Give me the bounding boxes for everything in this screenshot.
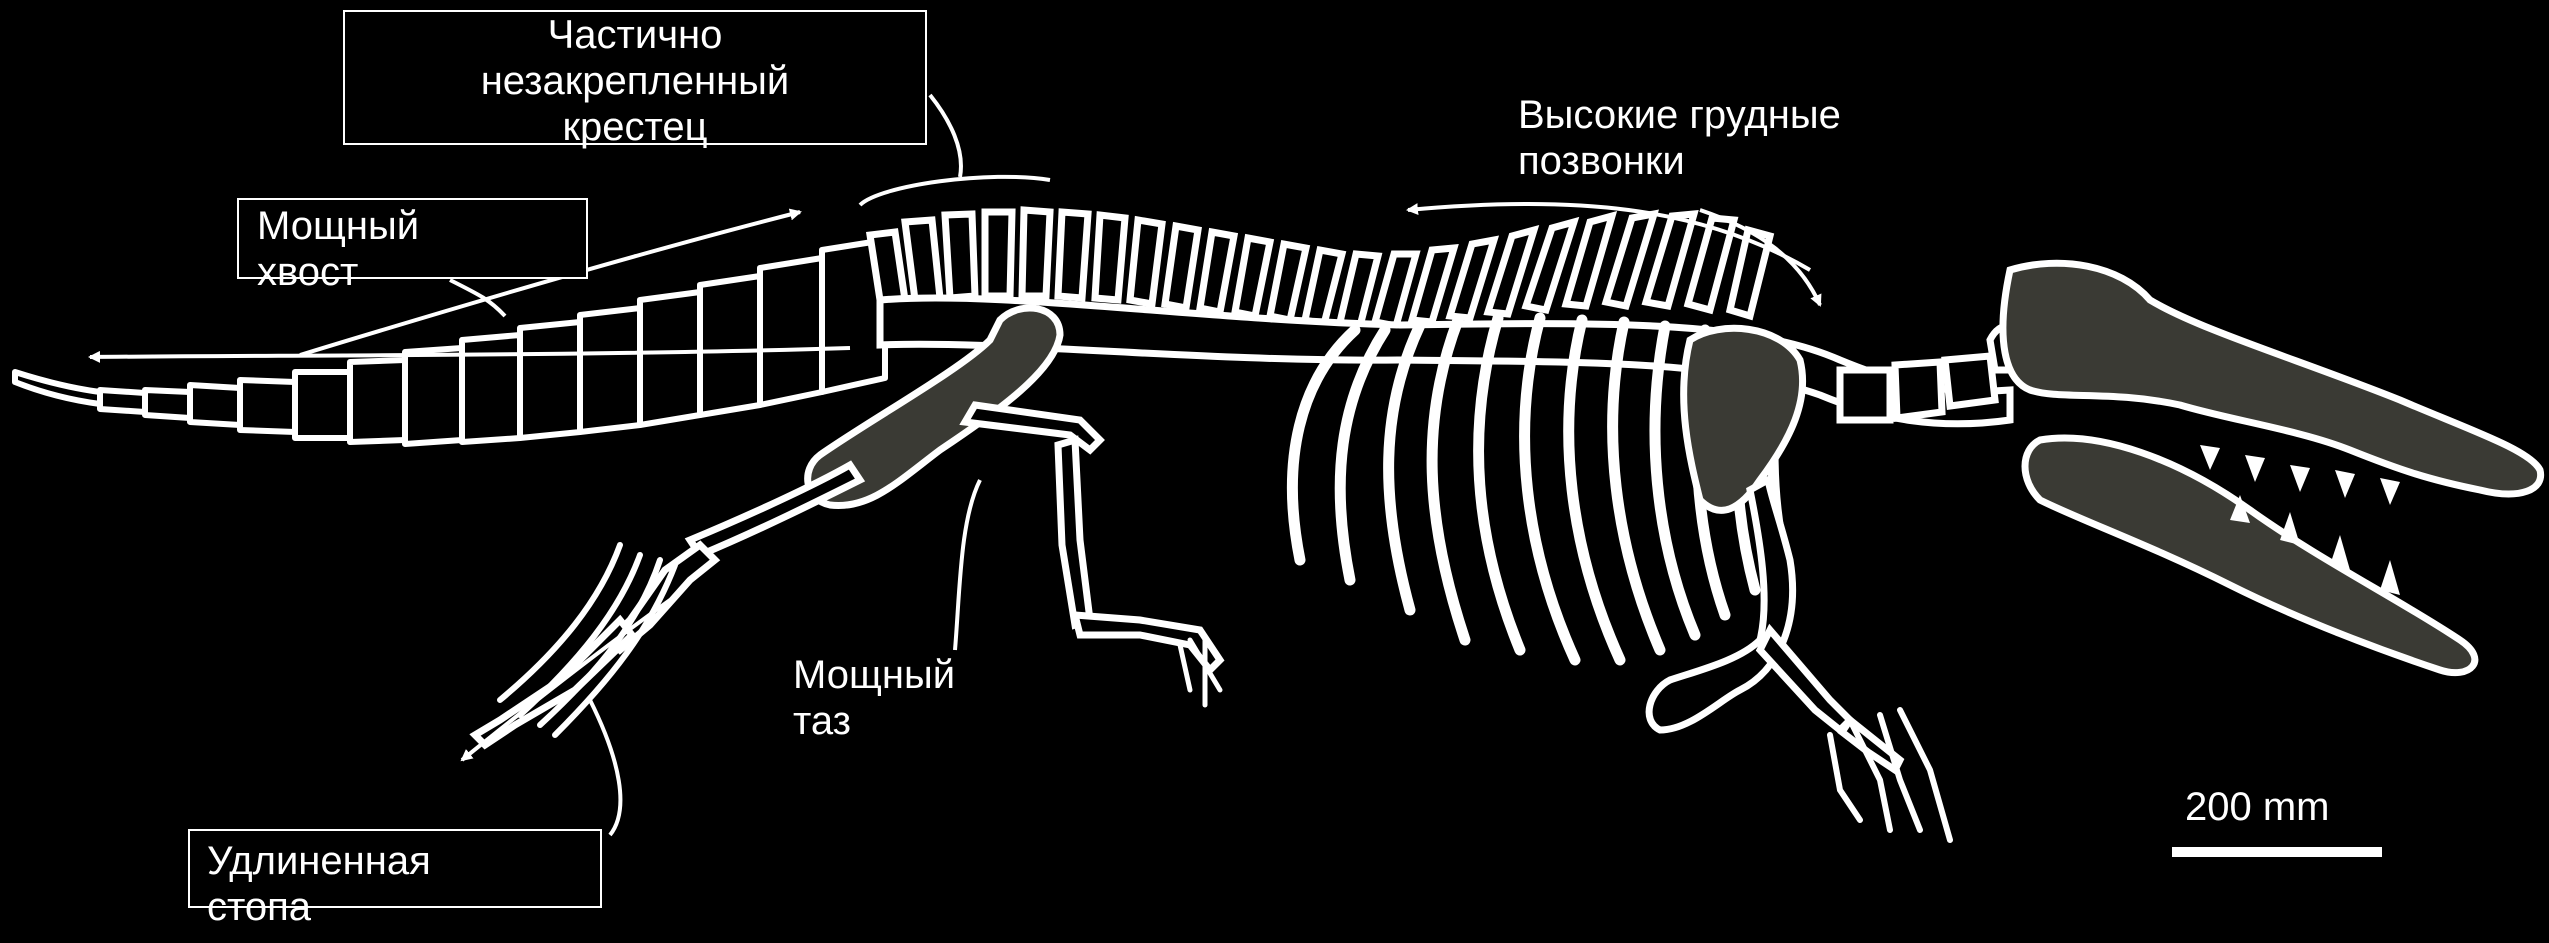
tail-label: Мощный хвост: [257, 203, 419, 295]
foot-label: Удлиненная стопа: [207, 838, 431, 930]
scale-bar: [2172, 847, 2382, 857]
scale-bar-label: 200 mm: [2185, 785, 2330, 830]
scapula: [1684, 328, 1803, 510]
thoracic-label: Высокие грудные позвонки: [1518, 92, 1841, 184]
foot-arrow: [462, 600, 670, 760]
pelvis-label: Мощный таз: [793, 652, 955, 744]
sacrum-label: Частично незакрепленный крестец: [450, 12, 820, 150]
hind-limb-far: [965, 405, 1220, 670]
